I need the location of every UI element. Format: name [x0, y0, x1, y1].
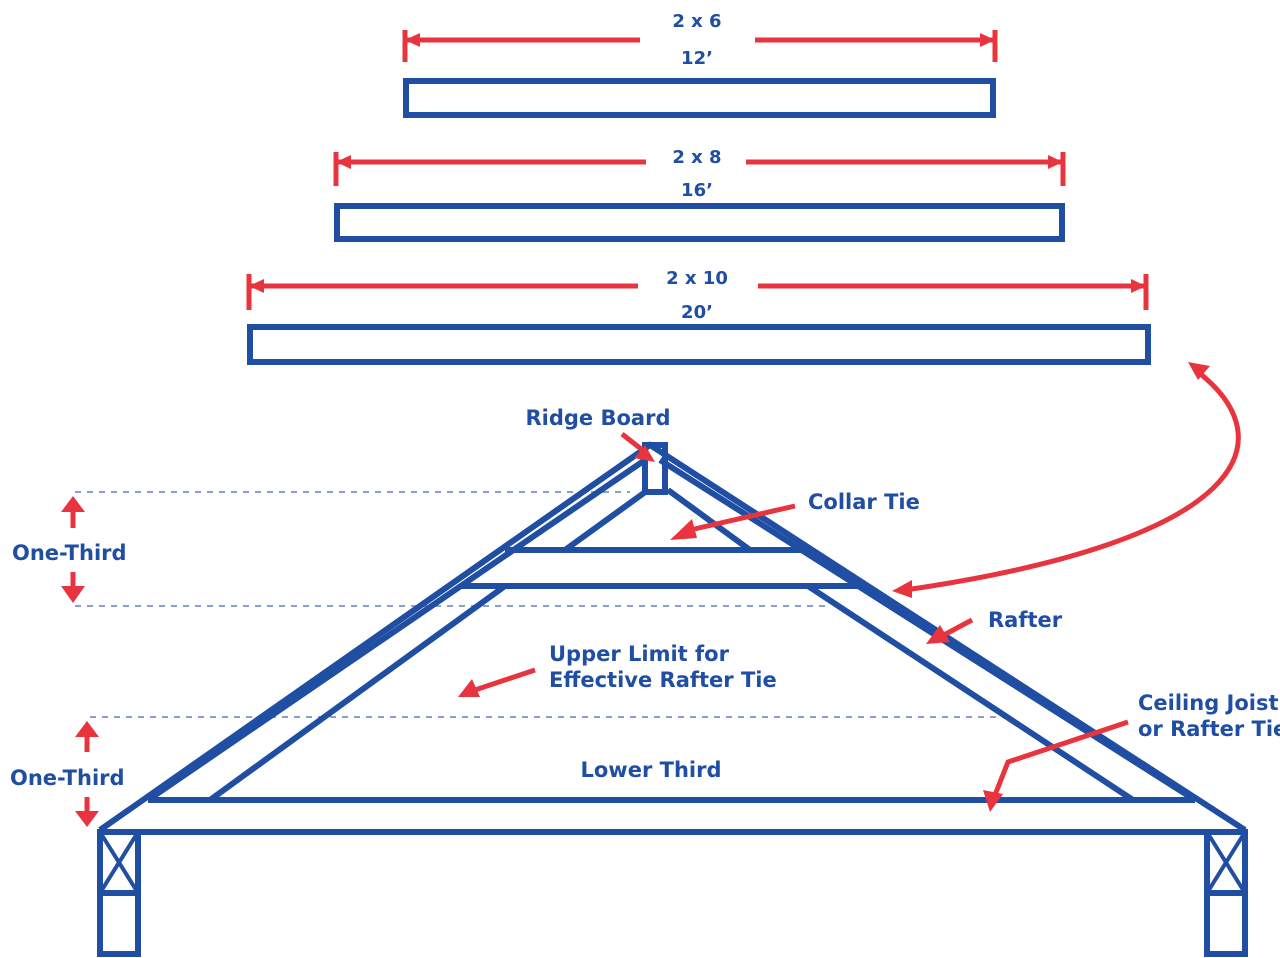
board-size-label: 2 x 6	[672, 11, 721, 32]
collar-tie-pointer	[689, 503, 796, 533]
ceiling-joist-label-line2: or Rafter Tie	[1138, 717, 1280, 741]
left-post-brace-b	[98, 830, 140, 895]
board-size-label: 2 x 10	[666, 268, 728, 289]
upper-limit-label-line2: Effective Rafter Tie	[549, 668, 777, 692]
curved-arrow-head-bottom	[892, 580, 912, 598]
rafter-pointer	[940, 617, 974, 639]
one-third-upper-arrowhead-up	[61, 496, 85, 512]
left-rafter-inner-lower	[208, 583, 507, 803]
left-rafter-inner-edge	[146, 457, 647, 803]
arrowhead-left	[249, 279, 264, 293]
board-length-label: 20’	[681, 302, 713, 323]
curved-board-to-rafter-arrow	[904, 370, 1241, 593]
arrowhead-left	[336, 155, 351, 169]
board-rectangle	[247, 324, 1151, 365]
right-rafter-inner-lower	[806, 583, 1135, 803]
board-2x10: 2 x 10 20’	[246, 268, 1151, 365]
ridge-board	[642, 442, 668, 495]
one-third-upper-arrowhead-down	[61, 586, 85, 603]
lower-third-label: Lower Third	[581, 758, 722, 782]
board-length-label: 12’	[681, 48, 713, 69]
board-2x8: 2 x 8 16’	[333, 147, 1066, 242]
board-size-label: 2 x 8	[672, 147, 721, 168]
one-third-upper-label: One-Third	[12, 541, 127, 565]
ceiling-joist-arrowhead	[983, 790, 1003, 812]
upper-limit-label-line1: Upper Limit for	[549, 642, 730, 666]
board-rectangle	[334, 203, 1065, 242]
ceiling-joist-pointer	[992, 719, 1129, 796]
ridge-board-label: Ridge Board	[526, 406, 671, 430]
arrowhead-right	[1048, 155, 1063, 169]
curved-arrow-head-top	[1188, 362, 1210, 380]
rafter-label: Rafter	[988, 608, 1063, 632]
one-third-lower-arrowhead-up	[75, 721, 99, 737]
upper-limit-pointer	[474, 667, 536, 693]
arrowhead-right	[1131, 279, 1146, 293]
board-2x6: 2 x 6 12’	[402, 11, 998, 118]
collar-tie-arrowhead	[670, 519, 697, 540]
right-post-brace-b	[1205, 830, 1247, 895]
upper-limit-arrowhead	[458, 679, 480, 697]
collar-tie-right-web	[666, 487, 752, 553]
one-third-lower-label: One-Third	[10, 766, 125, 790]
board-rectangle	[403, 78, 996, 118]
collar-tie-left-web	[563, 487, 650, 553]
ridge-board-pointer	[620, 432, 647, 454]
ridge-board-arrowhead	[634, 445, 655, 462]
one-third-lower-arrowhead-down	[75, 811, 99, 827]
rafter-arrowhead	[926, 625, 950, 644]
ceiling-joist-label-line1: Ceiling Joist	[1138, 691, 1279, 715]
arrowhead-left	[405, 33, 420, 47]
board-length-label: 16’	[681, 180, 713, 201]
collar-tie-label: Collar Tie	[808, 490, 920, 514]
roof-truss	[97, 441, 1248, 957]
right-rafter-inner-edge	[658, 457, 1197, 803]
arrowhead-right	[980, 33, 995, 47]
